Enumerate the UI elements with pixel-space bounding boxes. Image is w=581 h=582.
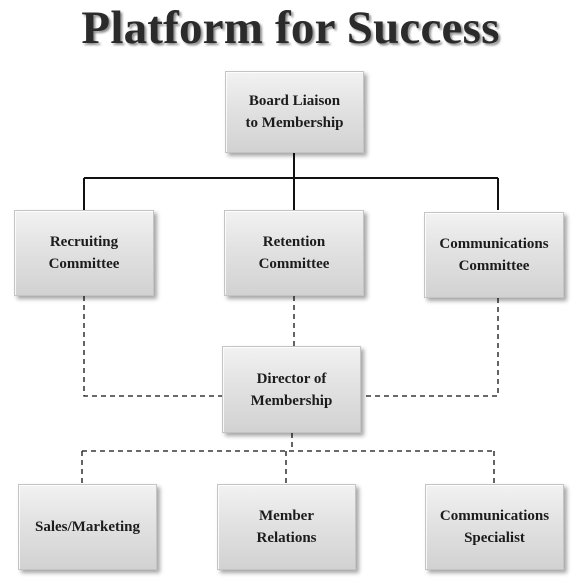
node-member-relations-line1: Member — [259, 508, 314, 524]
node-recruiting-committee: Recruiting Committee — [14, 210, 154, 296]
node-recruiting-line1: Recruiting — [49, 234, 119, 250]
page-title: Platform for Success — [81, 2, 500, 54]
dashed-recruiting-to-director — [83, 296, 222, 397]
node-communications-committee-line1: Communications — [439, 236, 549, 252]
node-recruiting-line2: Committee — [48, 256, 120, 272]
node-board-liaison-line1: Board Liaison — [248, 93, 341, 109]
dashed-communications-to-director — [362, 298, 499, 397]
node-member-relations: Member Relations — [217, 484, 356, 570]
node-member-relations-line2: Relations — [256, 530, 317, 546]
node-communications-specialist-line1: Communications — [439, 508, 550, 524]
node-director-line1: Director of — [256, 370, 327, 387]
node-director-line2: Membership — [250, 392, 333, 409]
node-retention-line2: Committee — [258, 256, 330, 272]
node-communications-specialist: Communications Specialist — [425, 484, 564, 570]
node-director-of-membership: Director of Membership — [222, 346, 361, 433]
node-sales-marketing: Sales/Marketing — [18, 484, 157, 570]
node-board-liaison-line2: to Membership — [245, 115, 344, 131]
node-communications-committee: Communications Committee — [424, 212, 564, 298]
node-sales-marketing-line1: Sales/Marketing — [35, 519, 140, 535]
node-board-liaison: Board Liaison to Membership — [225, 71, 364, 153]
node-communications-committee-line2: Committee — [458, 258, 530, 274]
node-retention-line1: Retention — [262, 234, 326, 250]
node-communications-specialist-line2: Specialist — [464, 530, 525, 546]
node-retention-committee: Retention Committee — [224, 210, 364, 296]
